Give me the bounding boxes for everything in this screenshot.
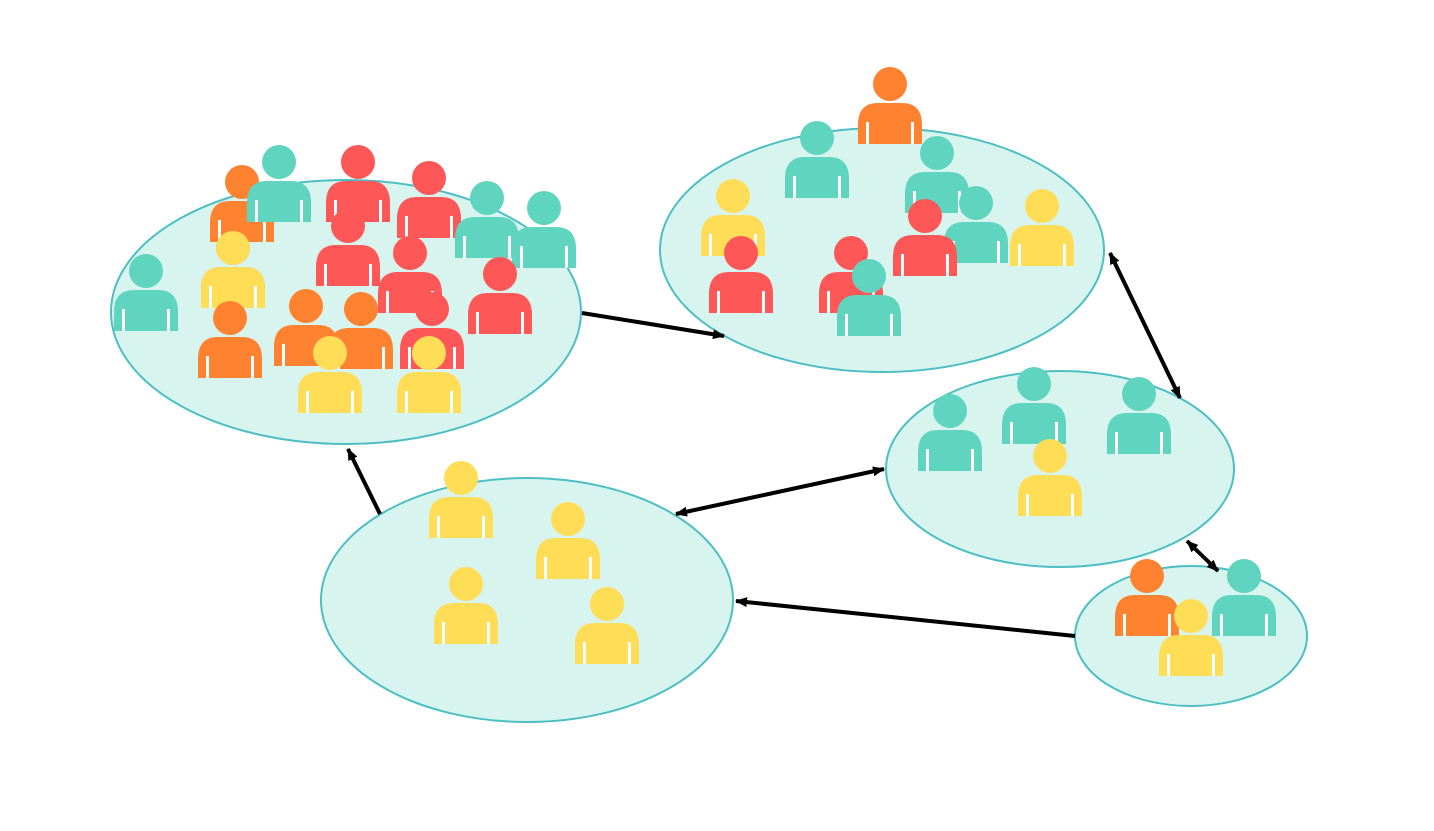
person-icon-teal [1107, 377, 1171, 454]
person-icon-yellow [434, 567, 498, 644]
arrow-group-top-right-to-group-middle-right [1108, 252, 1182, 399]
person-icon-yellow [575, 587, 639, 664]
person-icon-yellow [1010, 189, 1074, 266]
person-icon-red [326, 145, 390, 222]
person-icon-yellow [429, 461, 493, 538]
person-icon-teal [1002, 367, 1066, 444]
person-icon-red [709, 236, 773, 313]
arrow-group-top-left-to-group-top-right [581, 311, 725, 340]
person-icon-red [468, 257, 532, 334]
person-icon-orange [198, 301, 262, 378]
arrow-group-middle-right-to-group-bottom-center [675, 466, 885, 517]
person-icon-teal [455, 181, 519, 258]
person-icon-yellow [298, 336, 362, 413]
person-icon-teal [944, 186, 1008, 263]
person-icon-red [893, 199, 957, 276]
connections-layer [346, 252, 1220, 638]
person-icon-yellow [1018, 439, 1082, 516]
person-icon-teal [247, 145, 311, 222]
group-bottom-center [320, 477, 734, 723]
person-icon-red [316, 209, 380, 286]
person-icon-teal [1212, 559, 1276, 636]
person-icon-teal [918, 394, 982, 471]
person-icon-red [397, 161, 461, 238]
person-icon-teal [114, 254, 178, 331]
arrow-group-bottom-right-to-group-bottom-center [735, 597, 1076, 638]
person-icon-teal [837, 259, 901, 336]
person-icon-teal [785, 121, 849, 198]
person-icon-orange [858, 67, 922, 144]
person-icon-yellow [536, 502, 600, 579]
person-icon-teal [512, 191, 576, 268]
person-icon-yellow [1159, 599, 1223, 676]
people-layer [114, 67, 1276, 676]
person-icon-orange [1115, 559, 1179, 636]
person-icon-yellow [397, 336, 461, 413]
person-icon-yellow [201, 231, 265, 308]
arrow-group-bottom-center-to-group-top-left [346, 448, 382, 515]
arrow-group-middle-right-to-group-bottom-right [1185, 539, 1220, 573]
